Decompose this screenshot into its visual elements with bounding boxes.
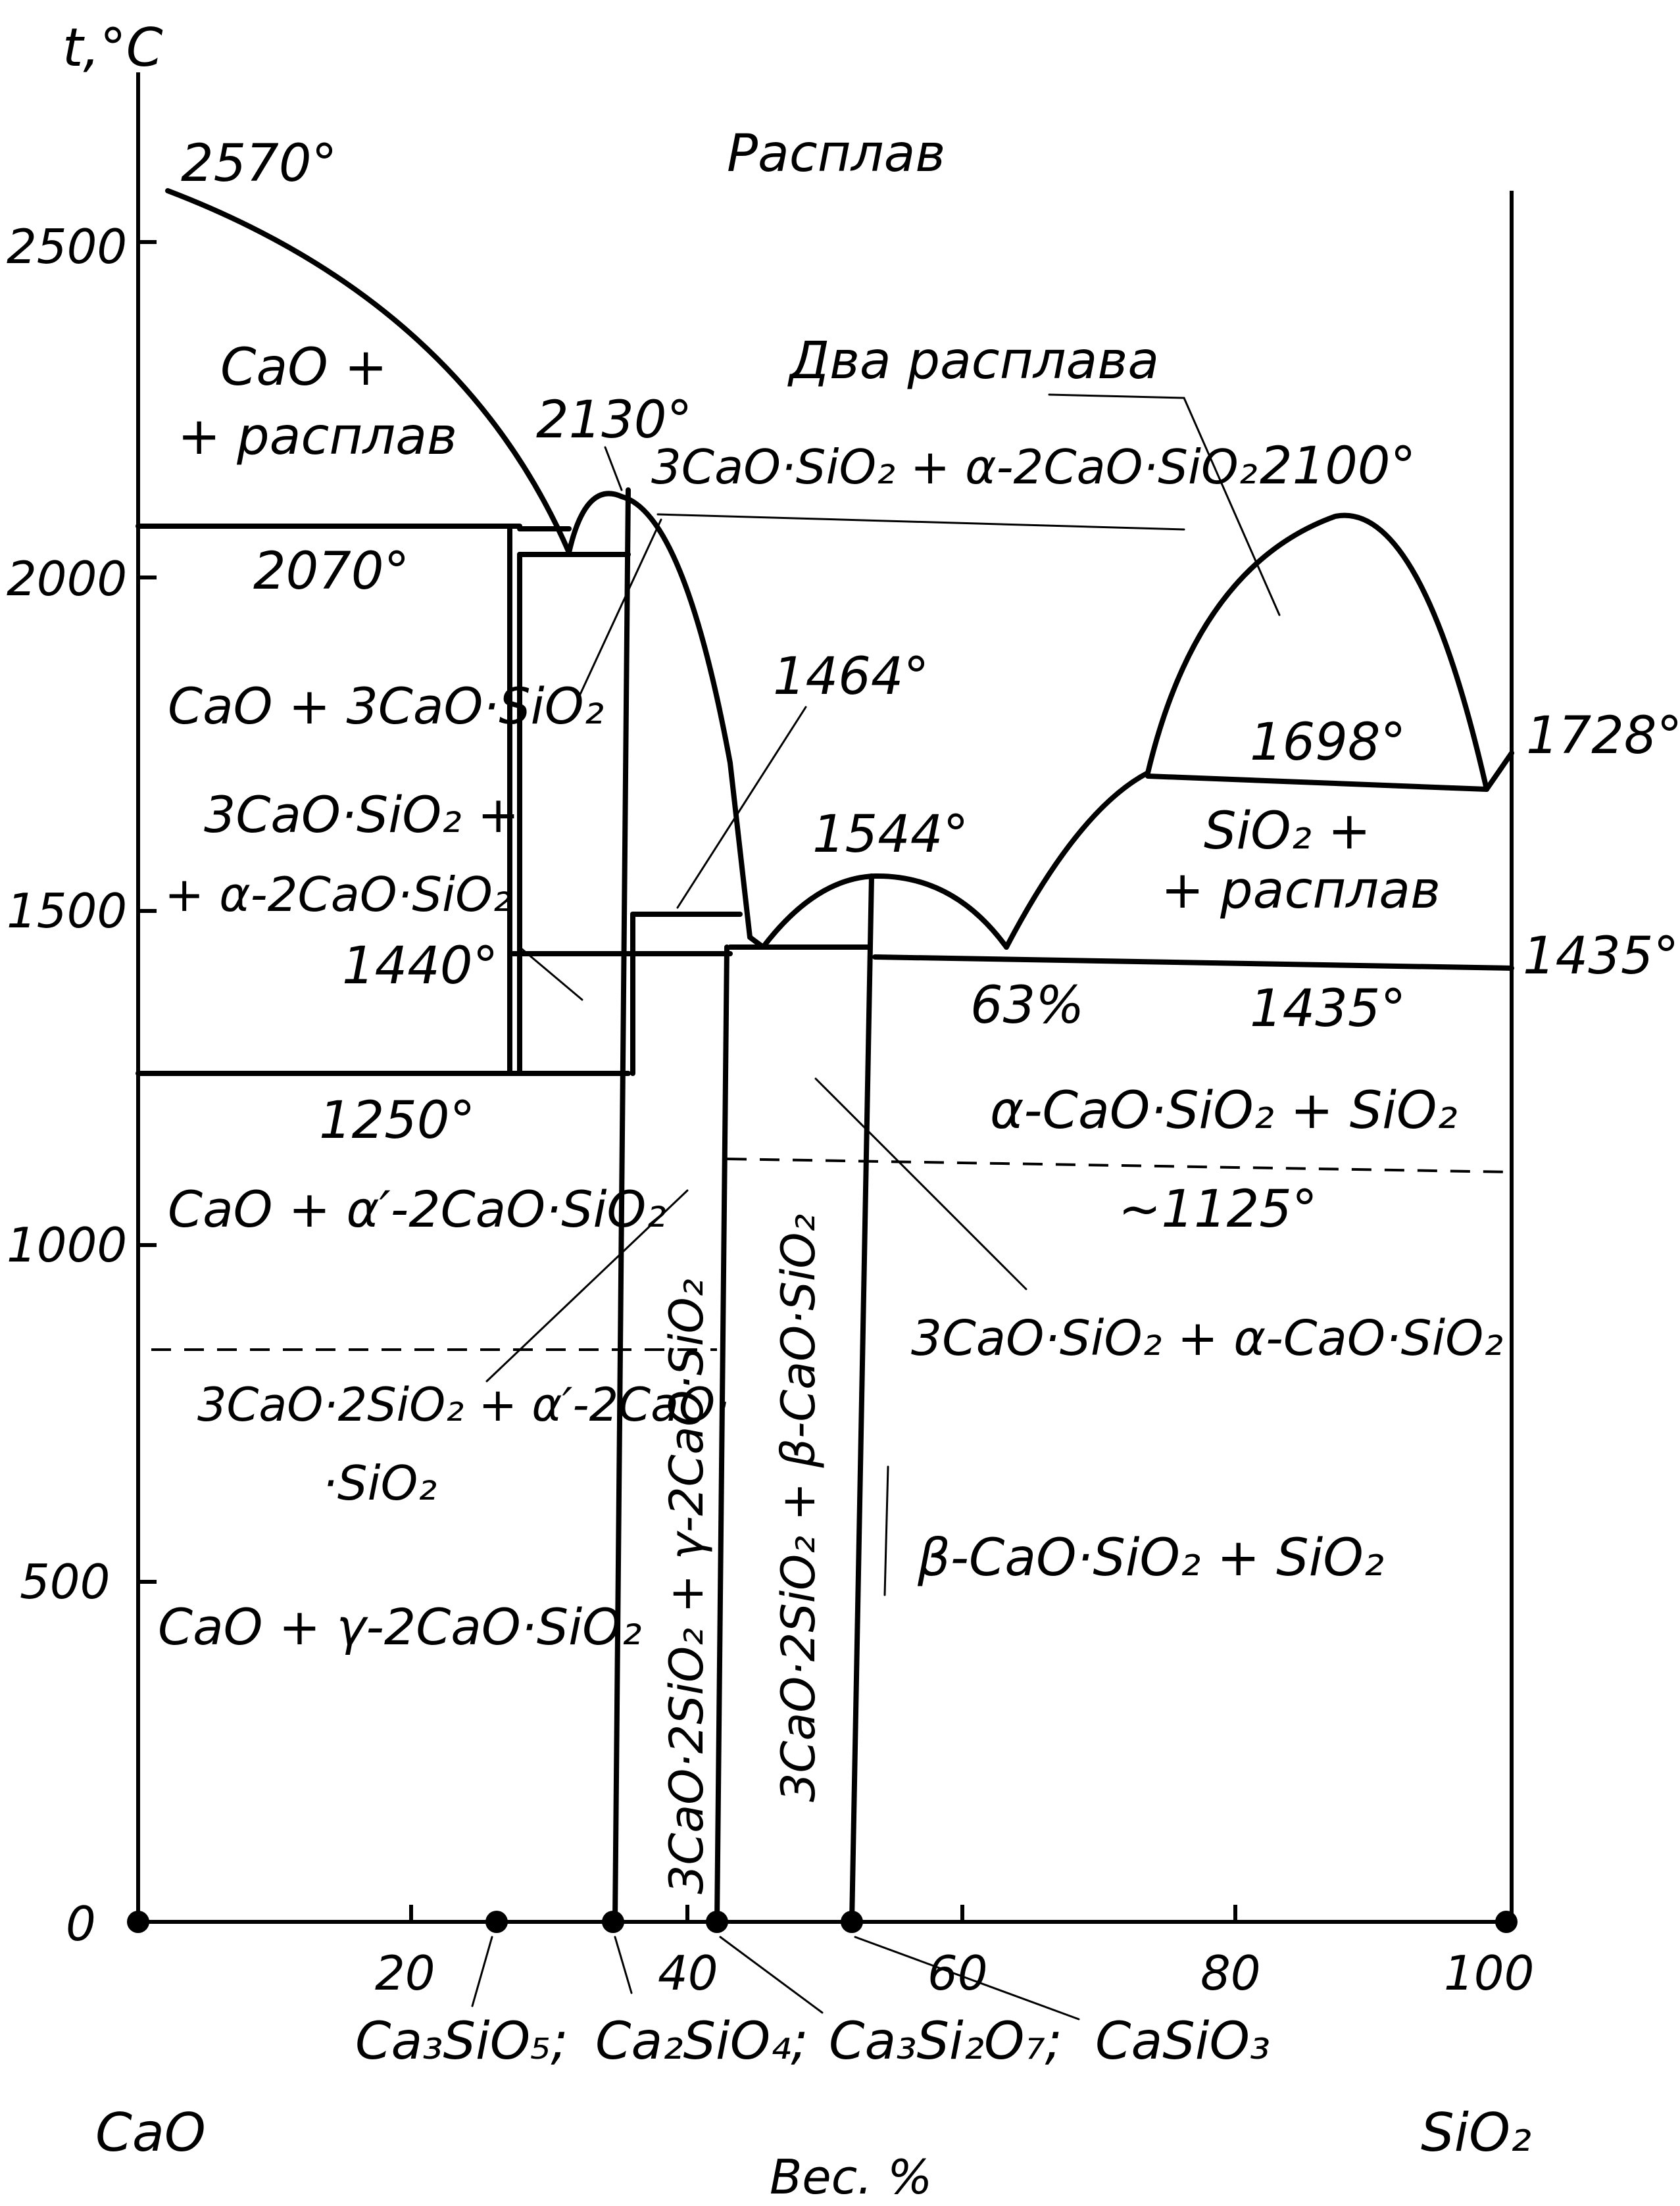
axes xyxy=(136,72,1514,1924)
phase-two-melts: Два расплава xyxy=(787,331,1159,391)
dot-c2s xyxy=(602,1911,624,1933)
phase-c3s-c2s-top: 3CaO·SiO₂ + α-2CaO·SiO₂ xyxy=(651,439,1258,495)
temp-1435-right: 1435° xyxy=(1523,927,1679,986)
c3s2-composition-line xyxy=(714,944,729,1924)
leader-1464 xyxy=(676,706,807,909)
leader-two-melts-diag xyxy=(1183,397,1281,616)
phase-labels: Расплав Два расплава CaO + + расплав 3Ca… xyxy=(158,124,1503,1894)
leader-c3s-c2s-diag xyxy=(578,518,662,699)
phase-vertical-c3s2-bcs: 3CaO·2SiO₂ + β-CaO·SiO₂ xyxy=(772,1214,826,1802)
phase-c3s2-a2c2s-line1: 3CaO·2SiO₂ + α′-2CaO· xyxy=(197,1378,729,1432)
dot-c3s2 xyxy=(706,1911,728,1933)
leader-c3 xyxy=(719,1936,824,2014)
phase-vertical-c3s2-gc2s: 3CaO·2SiO₂ + γ-2CaO·SiO₂ xyxy=(660,1279,714,1894)
temp-2130: 2130° xyxy=(536,391,693,450)
phase-a-cs-sio2: α-CaO·SiO₂ + SiO₂ xyxy=(990,1081,1458,1140)
dot-sio2 xyxy=(1495,1911,1518,1933)
cs-melting-dome xyxy=(760,873,1009,950)
temp-1698: 1698° xyxy=(1250,713,1406,772)
isotherm-1698 xyxy=(1145,773,1489,792)
phase-melt: Расплав xyxy=(727,124,945,184)
compound-c2s: Ca₂SiO₄; xyxy=(595,2012,808,2071)
phase-sio2-melt-line2: + расплав xyxy=(1161,861,1441,920)
phase-cao-c3s: CaO + 3CaO·SiO₂ xyxy=(168,677,604,735)
isotherm-1435 xyxy=(872,954,1514,971)
phase-cao-a2c2s: CaO + α′-2CaO·SiO₂ xyxy=(168,1180,666,1238)
dot-cs xyxy=(841,1911,863,1933)
c2s-composition-line xyxy=(612,487,631,1924)
y-tick-label-2000: 2000 xyxy=(7,551,127,606)
x-tick-label-40: 40 xyxy=(658,1946,718,2001)
phase-c3s-acs: 3CaO·SiO₂ + α-CaO·SiO₂ xyxy=(911,1310,1503,1367)
phase-cao-gc2s: CaO + γ-2CaO·SiO₂ xyxy=(158,1598,641,1656)
leader-c3s-c2s-top xyxy=(656,513,1185,531)
dot-c3s xyxy=(485,1911,508,1933)
phase-cao-melt-line1: CaO + xyxy=(220,338,387,397)
x-tick-label-80: 80 xyxy=(1200,1946,1261,2001)
phase-c3s-ac2s-line1: 3CaO·SiO₂ + xyxy=(204,785,519,844)
temp-1464: 1464° xyxy=(773,647,929,706)
composition-dots xyxy=(127,1911,1518,1933)
leader-c3s-acs xyxy=(814,1077,1027,1290)
c2s-liquidus-curve xyxy=(619,494,753,940)
temp-1544: 1544° xyxy=(812,805,969,864)
temp-1435-mid: 1435° xyxy=(1250,979,1406,1039)
compound-c3s: Ca₃SiO₅; xyxy=(355,2012,568,2071)
miscibility-gap-dome xyxy=(1145,512,1489,792)
leader-bcs xyxy=(883,1465,889,1596)
compound-cs: CaSiO₃ xyxy=(1095,2012,1270,2071)
temperature-labels: 2570° 2130° 2070° 2100° 1464° 1544° 1698… xyxy=(181,134,1680,1239)
right-component-label: SiO₂ xyxy=(1421,2102,1531,2163)
dot-cao xyxy=(127,1911,149,1933)
left-component-label: CaO xyxy=(95,2102,206,2163)
leader-1440 xyxy=(518,946,583,1001)
temp-2100: 2100° xyxy=(1260,437,1416,496)
temp-2570: 2570° xyxy=(181,134,337,193)
y-tick-label-1500: 1500 xyxy=(7,883,127,939)
leader-2130 xyxy=(604,446,623,491)
sio2-right-liquidus xyxy=(1484,750,1514,792)
x-tick-label-100: 100 xyxy=(1444,1946,1534,2001)
temp-1125: ~1125° xyxy=(1118,1180,1318,1239)
cs-composition-line xyxy=(849,873,874,1924)
dashed-1125 xyxy=(726,1158,1512,1173)
c3s-melting-dome xyxy=(566,491,624,555)
phase-sio2-melt-line1: SiO₂ + xyxy=(1204,802,1371,861)
y-tick-label-500: 500 xyxy=(20,1554,110,1609)
phase-cao-melt-line2: + расплав xyxy=(178,407,457,466)
leader-lines xyxy=(471,393,1281,2021)
temp-1440: 1440° xyxy=(342,937,499,996)
leader-two-melts xyxy=(1048,393,1185,399)
leader-c2 xyxy=(614,1936,633,1994)
x-tick-label-20: 20 xyxy=(375,1946,435,2001)
compound-formulas: Ca₃SiO₅; Ca₂SiO₄; Ca₃Si₂O₇; CaSiO₃ xyxy=(355,2012,1270,2071)
phase-c3s2-a2c2s-line2: ·SiO₂ xyxy=(322,1456,437,1511)
axis-labels: t,°C 2500 2000 1500 1000 500 0 20 40 60 … xyxy=(7,17,1534,2205)
y-tick-label-1000: 1000 xyxy=(7,1217,127,1273)
y-axis-title: t,°C xyxy=(62,17,163,78)
temp-1728: 1728° xyxy=(1526,706,1680,766)
x-tick-label-60: 60 xyxy=(927,1946,988,2001)
leader-c4 xyxy=(854,1936,1080,2021)
leader-c1 xyxy=(471,1936,493,2007)
y-tick-label-0: 0 xyxy=(66,1896,96,1951)
cao-liquidus-curve xyxy=(165,188,572,555)
sio2-liquidus-curve xyxy=(1004,770,1150,950)
temp-1250: 1250° xyxy=(319,1091,476,1150)
phase-boundaries xyxy=(136,188,1514,1924)
x-unit-label: Вес. % xyxy=(770,2149,932,2205)
temp-2070: 2070° xyxy=(253,542,410,601)
phase-b-cs-sio2: β-CaO·SiO₂ + SiO₂ xyxy=(917,1529,1384,1588)
leader-vert1 xyxy=(485,1189,689,1383)
phase-c3s-ac2s-line2: + α-2CaO·SiO₂ xyxy=(164,867,512,922)
eutectic-63-percent: 63% xyxy=(970,976,1084,1035)
y-tick-label-2500: 2500 xyxy=(7,219,127,274)
compound-c3s2: Ca₃Si₂O₇; xyxy=(829,2012,1062,2071)
